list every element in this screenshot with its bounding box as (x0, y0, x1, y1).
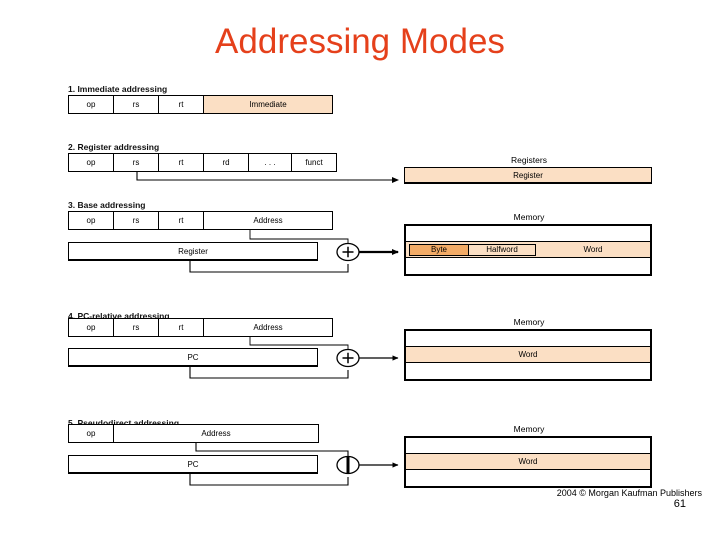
field-op: op (68, 211, 114, 230)
field-op: op (68, 318, 114, 337)
field-rt: rt (158, 318, 204, 337)
field-rt: rt (158, 211, 204, 230)
concat-icon (336, 455, 360, 475)
page-title: Addressing Modes (215, 22, 505, 61)
field-rs: rs (113, 95, 159, 114)
memory-row-empty-top (406, 438, 650, 454)
memory-title-pseudodirect: Memory (513, 424, 545, 434)
field-rd: rd (203, 153, 249, 172)
instruction-row-immediate: op rs rt Immediate (68, 95, 333, 114)
field-rs: rs (113, 211, 159, 230)
field-rs: rs (113, 318, 159, 337)
pc-box-relative: PC (68, 348, 318, 367)
field-op: op (68, 95, 114, 114)
memory-box-pc-relative: Word (404, 329, 652, 381)
registers-register-row: Register (404, 167, 652, 184)
slot-byte: Byte (409, 243, 469, 256)
mode-label-pseudodirect: 5. Pseudodirect addressing (68, 418, 180, 428)
adder-pcrel-icon (336, 348, 360, 368)
slot-word: Word (583, 245, 603, 254)
memory-row-empty-top (406, 331, 650, 347)
footer-page-number: 61 (673, 498, 686, 510)
field-rt: rt (158, 95, 204, 114)
base-register-box: Register (68, 242, 318, 261)
memory-row-empty-bottom (406, 470, 650, 486)
field-op: op (68, 153, 114, 172)
registers-title: Registers (511, 155, 547, 165)
field-funct: funct (291, 153, 337, 172)
wire-pcrel-pc (189, 367, 349, 379)
adder-base-icon (336, 242, 360, 262)
instruction-row-register: op rs rt rd . . . funct (68, 153, 337, 172)
mode-label-pc-relative: 4. PC-relative addressing (68, 311, 170, 321)
memory-row-word: Word (406, 454, 650, 470)
instruction-row-pseudodirect: op Address (68, 424, 319, 443)
footer-copyright: 2004 © Morgan Kaufman Publishers (556, 488, 702, 498)
wire-register-mode (136, 172, 399, 183)
memory-row-empty-bottom (406, 258, 650, 274)
wire-base-register (189, 261, 349, 273)
memory-row-highlight: Byte Halfword Word (406, 242, 650, 258)
field-rs: rs (113, 153, 159, 172)
field-op: op (68, 424, 114, 443)
memory-box-base: Byte Halfword Word (404, 224, 652, 276)
memory-title-pc-relative: Memory (513, 317, 545, 327)
field-address: Address (203, 211, 333, 230)
instruction-row-base: op rs rt Address (68, 211, 333, 230)
field-shamt: . . . (248, 153, 292, 172)
memory-box-pseudodirect: Word (404, 436, 652, 488)
instruction-row-pc-relative: op rs rt Address (68, 318, 333, 337)
mode-label-register: 2. Register addressing (68, 142, 160, 152)
slot-halfword: Halfword (468, 243, 536, 256)
pc-box-pseudodirect: PC (68, 455, 318, 474)
field-address: Address (203, 318, 333, 337)
memory-title-base: Memory (513, 212, 545, 222)
memory-row-empty-top (406, 226, 650, 242)
field-address: Address (113, 424, 319, 443)
memory-row-empty-bottom (406, 363, 650, 379)
field-immediate: Immediate (203, 95, 333, 114)
mode-label-base: 3. Base addressing (68, 200, 146, 210)
memory-row-word: Word (406, 347, 650, 363)
mode-label-immediate: 1. Immediate addressing (68, 84, 168, 94)
field-rt: rt (158, 153, 204, 172)
wire-pseudo-pc (189, 474, 349, 486)
